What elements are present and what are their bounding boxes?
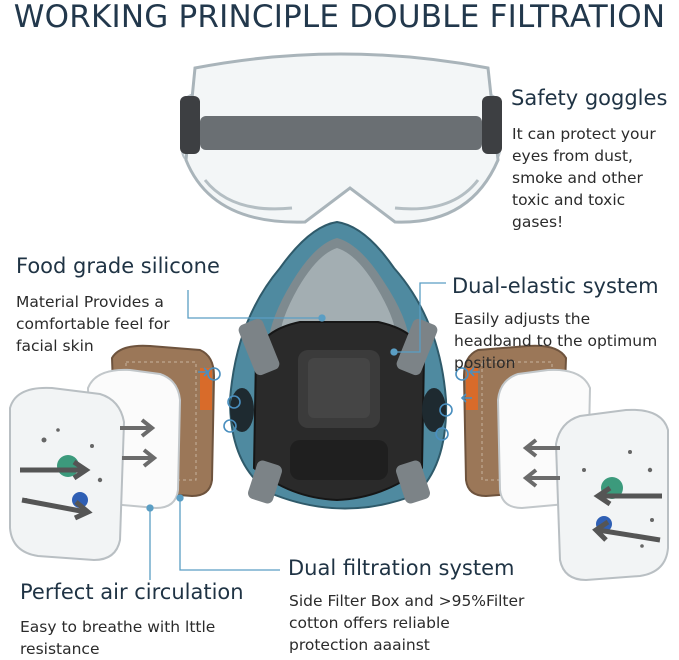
elastic-heading: Dual-elastic system (452, 274, 659, 298)
half-mask-image (228, 220, 448, 510)
goggles-line-5: gases! (512, 213, 564, 231)
left-filter-assembly (9, 344, 216, 562)
filtration-line-1: Side Filter Box and >95%Filter (289, 592, 525, 610)
goggles-line-2: eyes from dust, (512, 147, 633, 165)
goggles-line-1: It can protect your (512, 125, 656, 143)
circulation-line-1: Easy to breathe with lttle (20, 618, 216, 636)
filtration-line-3: protection aaainst (289, 636, 430, 654)
circulation-description: Easy to breathe with lttle resistance (20, 616, 215, 660)
goggles-description: It can protect your eyes from dust, smok… (512, 123, 656, 233)
filtration-line-2: cotton offers reliable (289, 614, 450, 632)
elastic-line-3: position (454, 354, 516, 372)
right-filter-assembly (462, 344, 669, 582)
circulation-heading: Perfect air circulation (20, 580, 244, 604)
goggles-line-3: smoke and other (512, 169, 643, 187)
silicone-line-3: facial skin (16, 337, 94, 355)
silicone-heading: Food grade silicone (16, 254, 220, 278)
leader-lines (146, 282, 446, 580)
goggles-heading: Safety goggles (511, 86, 668, 110)
filtration-description: Side Filter Box and >95%Filter cotton of… (289, 590, 524, 656)
filtration-heading: Dual filtration system (288, 556, 515, 580)
goggles-line-4: toxic and toxic (512, 191, 626, 209)
elastic-line-1: Easily adjusts the (454, 310, 591, 328)
silicone-line-2: comfortable feel for (16, 315, 170, 333)
airflow-markers (198, 367, 480, 441)
page-title: WORKING PRINCIPLE DOUBLE FILTRATION (13, 0, 666, 35)
safety-goggles-image (180, 52, 502, 224)
circulation-line-2: resistance (20, 640, 100, 658)
silicone-line-1: Material Provides a (16, 293, 164, 311)
elastic-line-2: headband to the optimum (454, 332, 658, 350)
silicone-description: Material Provides a comfortable feel for… (16, 291, 170, 357)
elastic-description: Easily adjusts the headband to the optim… (454, 308, 657, 374)
